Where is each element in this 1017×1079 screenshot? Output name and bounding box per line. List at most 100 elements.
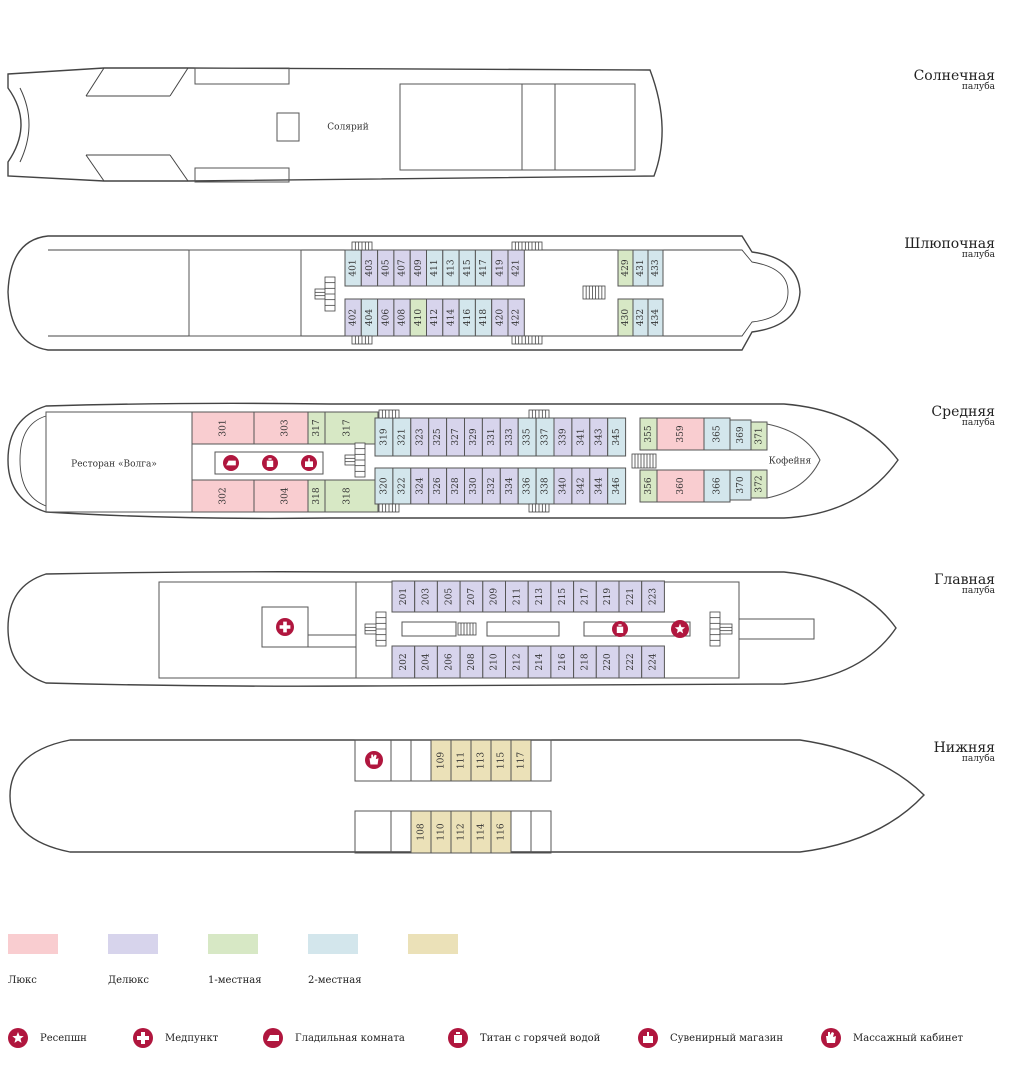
cabin-340[interactable]: 340: [553, 467, 573, 505]
cabin-408[interactable]: 408: [393, 298, 411, 337]
cabin-112[interactable]: 112: [450, 810, 472, 854]
cabin-318[interactable]: 318: [307, 479, 326, 513]
cabin-431[interactable]: 431: [632, 249, 649, 287]
cabin-332[interactable]: 332: [481, 467, 501, 505]
cabin-402[interactable]: 402: [344, 298, 362, 337]
cabin-321[interactable]: 321: [392, 417, 412, 457]
cabin-337[interactable]: 337: [535, 417, 555, 457]
cabin-410[interactable]: 410: [409, 298, 428, 337]
cabin-209[interactable]: 209: [482, 580, 506, 613]
cabin-341[interactable]: 341: [571, 417, 591, 457]
cabin-371[interactable]: 371: [750, 421, 768, 451]
cabin-222[interactable]: 222: [618, 645, 643, 679]
cabin-117[interactable]: 117: [510, 739, 532, 782]
cabin-339[interactable]: 339: [553, 417, 573, 457]
cabin-343[interactable]: 343: [589, 417, 609, 457]
cabin-212[interactable]: 212: [505, 645, 529, 679]
cabin-110[interactable]: 110: [430, 810, 452, 854]
cabin-328[interactable]: 328: [446, 467, 466, 505]
cabin-108[interactable]: 108: [410, 810, 432, 854]
cabin-411[interactable]: 411: [426, 249, 444, 287]
cabin-211[interactable]: 211: [505, 580, 529, 613]
cabin-403[interactable]: 403: [360, 249, 379, 287]
cabin-220[interactable]: 220: [595, 645, 620, 679]
cabin-208[interactable]: 208: [459, 645, 484, 679]
cabin-214[interactable]: 214: [527, 645, 552, 679]
cabin-113[interactable]: 113: [470, 739, 492, 782]
cabin-219[interactable]: 219: [595, 580, 620, 613]
cabin-210[interactable]: 210: [482, 645, 506, 679]
cabin-346[interactable]: 346: [607, 467, 627, 505]
cabin-407[interactable]: 407: [393, 249, 411, 287]
cabin-429[interactable]: 429: [617, 249, 634, 287]
cabin-324[interactable]: 324: [410, 467, 430, 505]
cabin-434[interactable]: 434: [647, 298, 664, 337]
cabin-433[interactable]: 433: [647, 249, 664, 287]
cabin-331[interactable]: 331: [481, 417, 501, 457]
cabin-430[interactable]: 430: [617, 298, 634, 337]
cabin-323[interactable]: 323: [410, 417, 430, 457]
cabin-115[interactable]: 115: [490, 739, 512, 782]
cabin-322[interactable]: 322: [392, 467, 412, 505]
cabin-207[interactable]: 207: [459, 580, 484, 613]
cabin-409[interactable]: 409: [409, 249, 428, 287]
cabin-319[interactable]: 319: [374, 417, 394, 457]
cabin-421[interactable]: 421: [507, 249, 525, 287]
cabin-404[interactable]: 404: [360, 298, 379, 337]
cabin-336[interactable]: 336: [517, 467, 537, 505]
cabin-370[interactable]: 370: [729, 469, 752, 501]
cabin-365[interactable]: 365: [703, 417, 731, 451]
cabin-369[interactable]: 369: [729, 419, 752, 451]
cabin-205[interactable]: 205: [436, 580, 461, 613]
cabin-215[interactable]: 215: [550, 580, 575, 613]
cabin-338[interactable]: 338: [535, 467, 555, 505]
cabin-317[interactable]: 317: [307, 411, 326, 445]
cabin-329[interactable]: 329: [464, 417, 483, 457]
cabin-359[interactable]: 359: [656, 417, 705, 451]
cabin-203[interactable]: 203: [414, 580, 438, 613]
cabin-334[interactable]: 334: [499, 467, 519, 505]
cabin-318[interactable]: 318: [315, 479, 379, 513]
cabin-416[interactable]: 416: [458, 298, 476, 337]
cabin-221[interactable]: 221: [618, 580, 643, 613]
cabin-345[interactable]: 345: [607, 417, 627, 457]
cabin-412[interactable]: 412: [426, 298, 444, 337]
cabin-418[interactable]: 418: [474, 298, 493, 337]
cabin-344[interactable]: 344: [589, 467, 609, 505]
cabin-420[interactable]: 420: [491, 298, 509, 337]
cabin-422[interactable]: 422: [507, 298, 525, 337]
cabin-366[interactable]: 366: [703, 469, 731, 503]
cabin-201[interactable]: 201: [391, 580, 416, 613]
cabin-218[interactable]: 218: [573, 645, 597, 679]
cabin-327[interactable]: 327: [446, 417, 466, 457]
cabin-355[interactable]: 355: [639, 417, 658, 451]
cabin-320[interactable]: 320: [374, 467, 394, 505]
cabin-405[interactable]: 405: [377, 249, 395, 287]
cabin-356[interactable]: 356: [639, 469, 658, 503]
cabin-224[interactable]: 224: [641, 645, 665, 679]
cabin-419[interactable]: 419: [491, 249, 509, 287]
cabin-360[interactable]: 360: [656, 469, 705, 503]
cabin-335[interactable]: 335: [517, 417, 537, 457]
cabin-325[interactable]: 325: [428, 417, 448, 457]
cabin-114[interactable]: 114: [470, 810, 492, 854]
cabin-202[interactable]: 202: [391, 645, 416, 679]
cabin-342[interactable]: 342: [571, 467, 591, 505]
cabin-204[interactable]: 204: [414, 645, 438, 679]
cabin-216[interactable]: 216: [550, 645, 575, 679]
cabin-317[interactable]: 317: [315, 411, 379, 445]
cabin-330[interactable]: 330: [464, 467, 483, 505]
cabin-417[interactable]: 417: [474, 249, 493, 287]
cabin-217[interactable]: 217: [573, 580, 597, 613]
cabin-432[interactable]: 432: [632, 298, 649, 337]
cabin-333[interactable]: 333: [499, 417, 519, 457]
cabin-213[interactable]: 213: [527, 580, 552, 613]
cabin-116[interactable]: 116: [490, 810, 512, 854]
cabin-372[interactable]: 372: [750, 469, 768, 499]
cabin-414[interactable]: 414: [442, 298, 460, 337]
cabin-302[interactable]: 302: [191, 479, 255, 513]
cabin-401[interactable]: 401: [344, 249, 362, 287]
cabin-406[interactable]: 406: [377, 298, 395, 337]
cabin-223[interactable]: 223: [641, 580, 665, 613]
cabin-413[interactable]: 413: [442, 249, 460, 287]
